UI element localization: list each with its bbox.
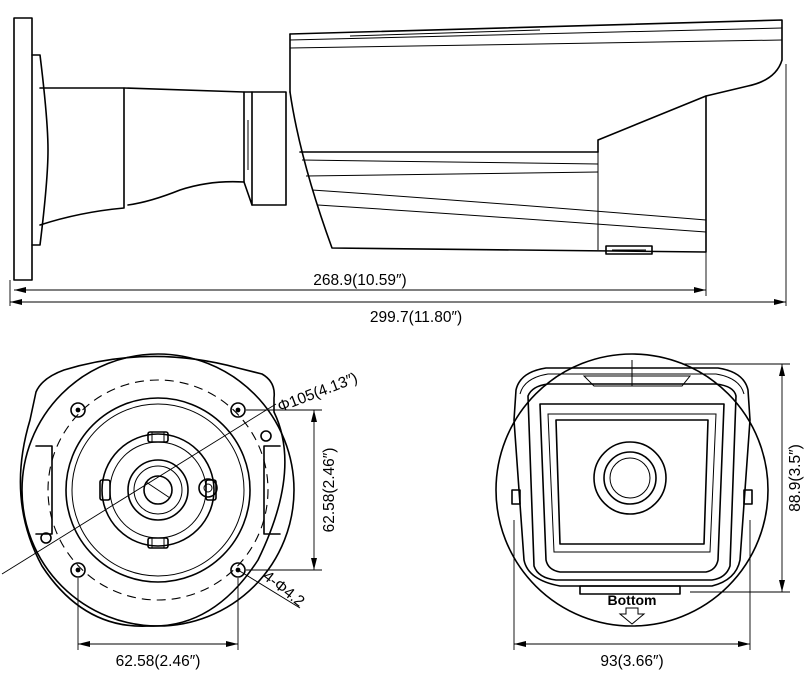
bolt-circle	[47, 379, 269, 601]
hole-spacing-horizontal-dimension: 62.58(2.46″)	[77, 578, 239, 670]
mounting-holes-label: 4-Φ4.2	[260, 568, 308, 611]
mount-neck	[39, 87, 287, 226]
bolt-circle-diameter-label: Φ105(4.13″)	[275, 370, 360, 416]
wall-plate	[13, 17, 49, 281]
mounting-holes	[40, 402, 272, 578]
base-view: Φ105(4.13″) 62.58(2.46″) 4-Φ4.2 62.58(2.…	[1, 353, 360, 670]
hole-spacing-horizontal-label: 62.58(2.46″)	[116, 653, 201, 670]
housing-length-label: 268.9(10.59″)	[313, 272, 406, 289]
overall-length-label: 299.7(11.80″)	[370, 309, 462, 326]
diameter-leader	[1, 403, 277, 575]
bottom-arrow-icon	[618, 607, 646, 625]
overall-length-dimension: 299.7(11.80″)	[9, 64, 787, 326]
base-outer-circle	[21, 353, 295, 627]
front-width-dimension: 93(3.66″)	[513, 520, 751, 670]
bottom-label: Bottom	[608, 592, 657, 608]
housing-length-dimension: 268.9(10.59″)	[14, 250, 707, 296]
base-outline	[19, 355, 286, 627]
camera-housing	[289, 19, 783, 255]
side-view: 268.9(10.59″) 299.7(11.80″)	[9, 17, 787, 326]
front-width-label: 93(3.66″)	[600, 653, 663, 670]
front-height-label: 88.9(3.5″)	[787, 444, 804, 512]
front-view: Bottom 88.9(3.5″) 93(3.66″)	[495, 353, 804, 670]
front-height-dimension: 88.9(3.5″)	[682, 363, 804, 593]
hole-callout-leader	[237, 569, 301, 609]
front-housing	[527, 383, 737, 581]
hole-spacing-vertical-label: 62.58(2.46″)	[321, 448, 338, 533]
hole-spacing-vertical-dimension: 62.58(2.46″)	[246, 409, 338, 571]
hub-tabs	[99, 431, 217, 549]
lens	[593, 441, 667, 515]
front-sun-shield	[513, 367, 751, 587]
front-rear-ring	[495, 353, 769, 627]
